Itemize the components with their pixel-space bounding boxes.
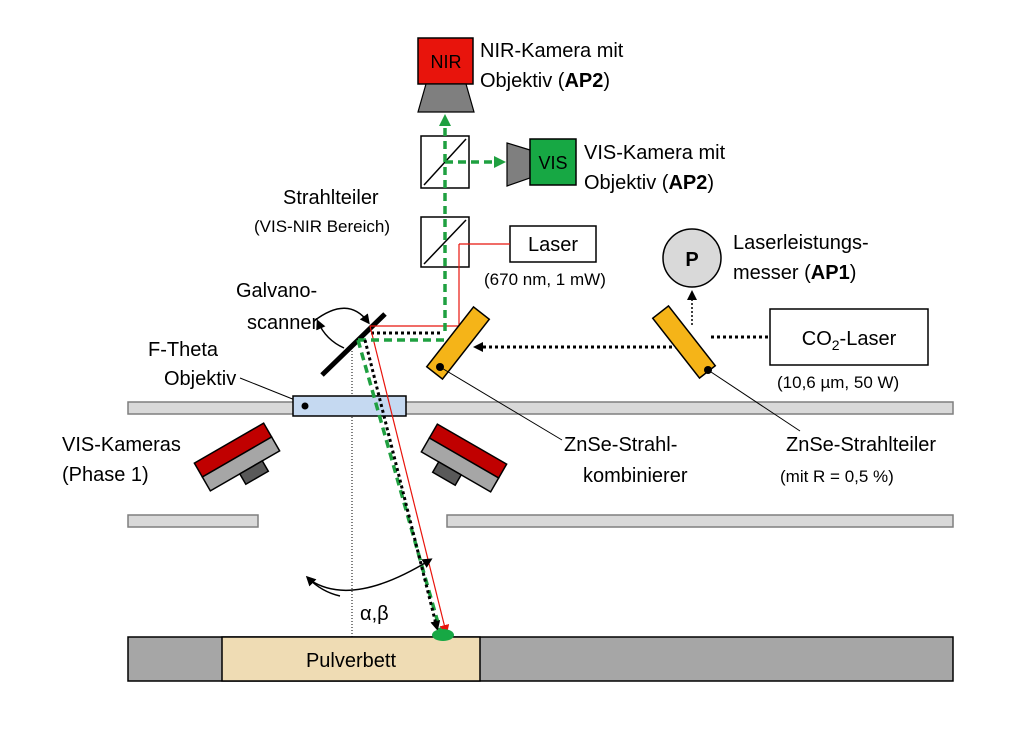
ftheta-lens xyxy=(292,395,407,417)
laser-spec-label: (670 nm, 1 mW) xyxy=(484,270,606,289)
znse-teiler-label-2: (mit R = 0,5 %) xyxy=(780,467,894,486)
strahlteiler-label-2: (VIS-NIR Bereich) xyxy=(254,217,390,236)
laser-label: Laser xyxy=(528,234,578,256)
power-meter-symbol: P xyxy=(685,249,698,271)
nir-camera-label-1: NIR-Kamera mit xyxy=(480,40,624,62)
vis-kameras-label-1: VIS-Kameras xyxy=(62,434,181,456)
vis-camera-lens xyxy=(506,142,531,187)
nir-camera-label-2: Objektiv (AP2) xyxy=(480,70,610,92)
pulverbett-area xyxy=(221,636,481,682)
alignment-laser-box xyxy=(509,225,597,263)
co2-laser-label: CO2-Laser xyxy=(802,328,897,353)
strahlteiler-label-1: Strahlteiler xyxy=(283,187,379,209)
scan-angle-arc-back xyxy=(305,575,341,597)
angle-label: α,β xyxy=(360,603,389,625)
laserleistung-label-2: messer (AP1) xyxy=(733,262,856,284)
red-beam-4 xyxy=(369,325,450,635)
scan-angle-arc xyxy=(309,558,433,591)
co2-beam-to-bed xyxy=(363,339,441,631)
nir-camera-lens xyxy=(417,83,475,113)
vis-camera-left xyxy=(193,422,281,492)
galvano-rotation-arrow xyxy=(313,307,370,325)
galvano-rotation-arrow-back xyxy=(316,319,345,349)
vis-camera-label-1: VIS-Kamera mit xyxy=(584,142,726,164)
lower-plate-left xyxy=(127,514,259,528)
vis-camera-right xyxy=(420,423,508,493)
lower-plate-right xyxy=(446,514,954,528)
ftheta-label-1: F-Theta xyxy=(148,339,219,361)
znse-kombi-label-1: ZnSe-Strahl- xyxy=(564,434,677,456)
znse-combiner xyxy=(425,305,491,381)
ftheta-lens-dot xyxy=(301,402,309,410)
vis-camera-label-2: Objektiv (AP2) xyxy=(584,172,714,194)
vis-camera-body xyxy=(529,138,577,186)
ftheta-label-2: Objektiv xyxy=(164,368,236,390)
znse-splitter-leader xyxy=(707,369,801,432)
melt-spot xyxy=(432,629,454,641)
power-meter xyxy=(662,228,722,288)
vis-box-label: VIS xyxy=(538,153,567,173)
pulverbett-label: Pulverbett xyxy=(306,650,396,672)
nir-box-label: NIR xyxy=(431,52,462,72)
galvano-label-2: scanner xyxy=(247,312,318,334)
co2-spec-label: (10,6 µm, 50 W) xyxy=(777,373,899,392)
vis-kameras-label-2: (Phase 1) xyxy=(62,464,149,486)
znse-combiner-leader xyxy=(439,366,563,441)
beam-splitter-lower-diagonal xyxy=(423,219,467,265)
co2-laser-box xyxy=(769,308,929,366)
galvano-mirror xyxy=(320,312,387,377)
green-beam-down xyxy=(356,339,442,631)
upper-plate xyxy=(127,401,954,415)
galvano-label-1: Galvano- xyxy=(236,280,317,302)
znse-teiler-label-1: ZnSe-Strahlteiler xyxy=(786,434,936,456)
laserleistung-label-1: Laserleistungs- xyxy=(733,232,869,254)
znse-kombi-label-2: kombinierer xyxy=(583,465,688,487)
